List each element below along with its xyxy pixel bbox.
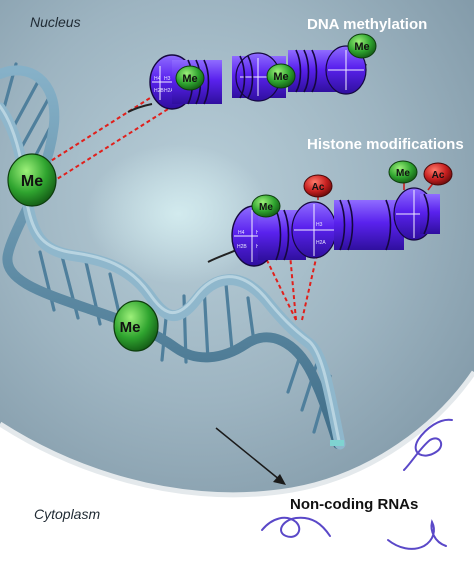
methyl-mark-large-helix: Me — [113, 300, 159, 352]
dna-methylation-heading: DNA methylation — [307, 16, 428, 33]
connector-lines — [45, 97, 319, 321]
nucleus-label: Nucleus — [30, 14, 81, 30]
dna-strand-back — [0, 65, 343, 449]
rna-strand-top — [403, 418, 453, 471]
methyl-mark-histone-1: Me — [251, 194, 281, 218]
methyl-mark-fiber-2: Me — [266, 63, 296, 89]
nucleosome-3 — [288, 45, 367, 95]
methyl-mark-large-left: Me — [7, 153, 57, 207]
rna-strand-bottom-left — [261, 516, 331, 538]
methyl-mark-label: Me — [120, 319, 141, 336]
histone-label-h4: H4 — [154, 76, 161, 82]
non-coding-rna-strands — [261, 418, 453, 550]
histone-label-h3: H3 — [164, 76, 171, 82]
histone-label-h2b: H2B — [237, 244, 247, 250]
acetyl-mark-label: Ac — [312, 182, 325, 193]
histone-modifications-heading: Histone modifications — [307, 136, 464, 153]
histone-label-h3: H3 — [316, 222, 323, 228]
methyl-mark-label: Me — [273, 71, 288, 83]
arrow-line — [215, 427, 281, 481]
methyl-mark-fiber-1: Me — [175, 65, 205, 91]
methyl-mark-label: Me — [259, 202, 273, 213]
methyl-mark-histone-2: Me — [388, 160, 418, 184]
histone-label-h2b: H2B — [154, 88, 164, 94]
histone-label-h4: H4 — [238, 230, 245, 236]
nucleosome-5: H3 H2A — [291, 201, 337, 259]
acetyl-mark-label: Ac — [432, 170, 445, 181]
methyl-mark-label: Me — [396, 168, 410, 179]
nucleus-glow — [86, 144, 270, 284]
histone-label-h2a: H2A — [316, 240, 326, 246]
arrow-head — [273, 474, 286, 485]
non-coding-rnas-label: Non-coding RNAs — [290, 496, 419, 513]
rna-strand-bottom-right — [387, 519, 447, 550]
methyl-mark-label: Me — [182, 73, 197, 85]
dna-strand-end — [330, 440, 344, 446]
nuclear-envelope — [0, 370, 474, 498]
methyl-mark-label: Me — [21, 173, 43, 190]
acetyl-mark-histone-2: Ac — [423, 162, 453, 186]
acetyl-mark-histone-1: Ac — [303, 174, 333, 198]
nucleosome-2 — [232, 52, 286, 102]
chromatin-fiber-histone: H4 H3 H2B H2A H3 H2A — [207, 181, 440, 267]
methyl-mark-label: Me — [354, 41, 369, 53]
methyl-mark-fiber-3: Me — [347, 33, 377, 59]
cytoplasm-label: Cytoplasm — [34, 506, 101, 522]
histone-label-h2a: H2A — [164, 88, 174, 94]
